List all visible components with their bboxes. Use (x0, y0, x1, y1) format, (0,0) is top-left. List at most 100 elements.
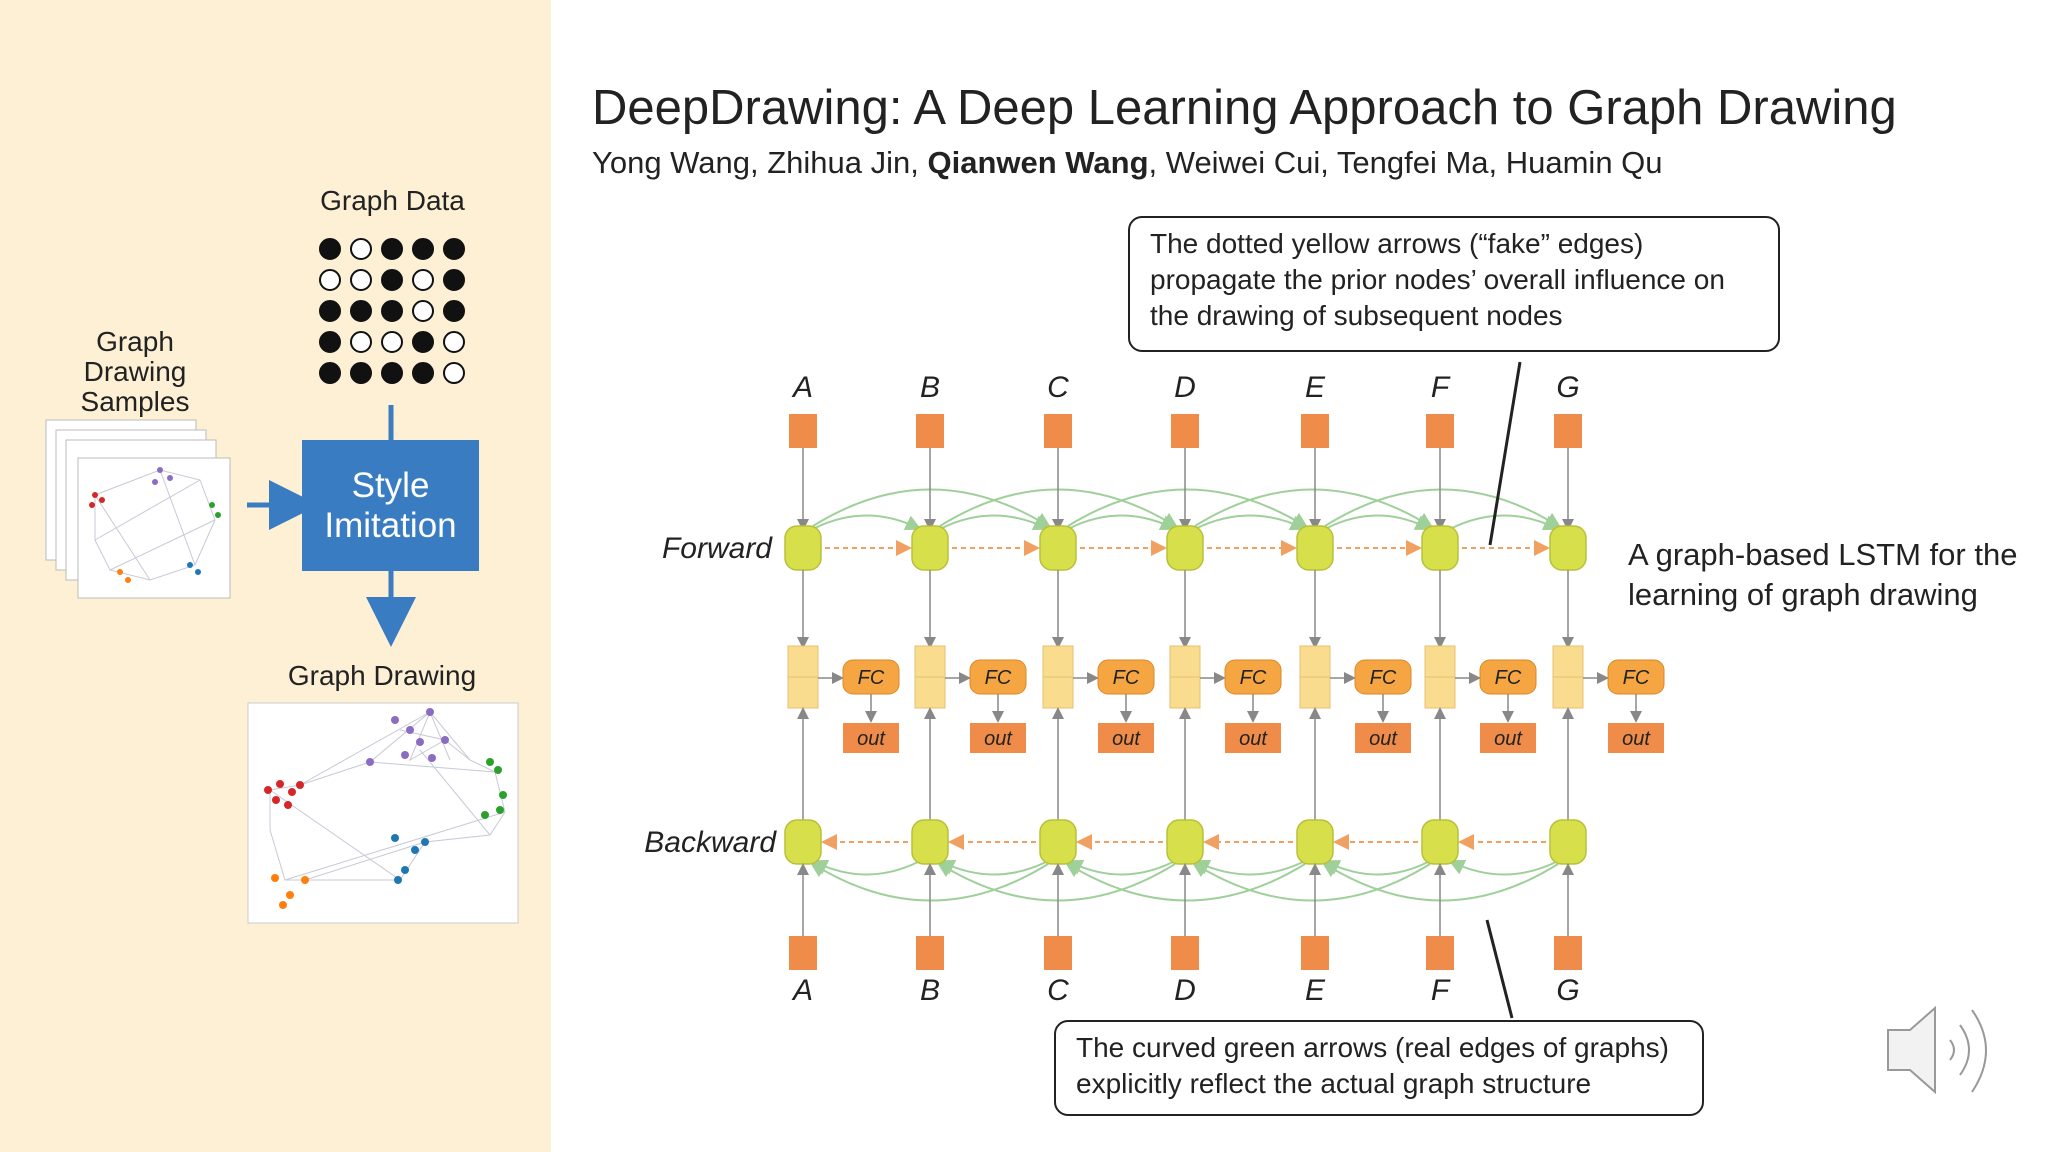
fc-label: FC (1370, 667, 1397, 689)
input-square-bottom (789, 936, 817, 970)
fc-label: FC (1113, 667, 1140, 689)
matrix-cell-empty (443, 331, 465, 353)
input-square-top (916, 414, 944, 448)
input-square-top (1554, 414, 1582, 448)
backward-lstm-cell (1296, 819, 1334, 865)
matrix-cell-filled (443, 269, 465, 291)
real-edge-backward (1191, 861, 1431, 902)
authors-before: Yong Wang, Zhihua Jin, (592, 145, 928, 180)
graph-drawing-label: Graph Drawing (287, 660, 477, 691)
graph-data-matrix (319, 238, 465, 384)
real-edge-forward (1451, 514, 1560, 531)
fc-label: FC (858, 667, 885, 689)
samples-label-line: Graph (96, 326, 174, 357)
bottom-callout-pointer (1485, 919, 1514, 1019)
matrix-cell-empty (350, 331, 372, 353)
real-edge-backward (1448, 859, 1557, 876)
samples-label: Graph Drawing Samples (60, 327, 210, 417)
matrix-cell-filled (319, 331, 341, 353)
real-edge-forward (1324, 488, 1562, 529)
authors-presenter: Qianwen Wang (927, 145, 1149, 180)
real-edge-forward (1067, 488, 1309, 529)
node-label-bottom: A (791, 974, 813, 1007)
backward-lstm-cell (1166, 819, 1204, 865)
matrix-cell-filled (443, 300, 465, 322)
fake-edges-callout: The dotted yellow arrows (“fake” edges) … (1128, 216, 1780, 352)
graph-drawing-samples (45, 419, 231, 599)
node-label-bottom: E (1305, 974, 1326, 1007)
forward-lstm-cell (1166, 525, 1204, 571)
out-box (1480, 723, 1536, 753)
node-label-bottom: B (920, 974, 940, 1007)
matrix-cell-empty (443, 362, 465, 384)
lstm-side-note: A graph-based LSTM for the learning of g… (1628, 537, 2018, 612)
node-label-top: G (1556, 371, 1579, 404)
node-label-top: C (1047, 371, 1069, 404)
input-square-top (1171, 414, 1199, 448)
backward-lstm-cell (1039, 819, 1077, 865)
out-label: out (1239, 728, 1268, 750)
fc-label: FC (1495, 667, 1522, 689)
matrix-cell-filled (381, 269, 403, 291)
matrix-cell-filled (350, 362, 372, 384)
input-square-top (1426, 414, 1454, 448)
node-label-top: F (1431, 371, 1451, 404)
input-square-top (789, 414, 817, 448)
samples-label-line: Drawing (83, 356, 187, 387)
style-box-line: Imitation (324, 505, 457, 545)
speaker-icon[interactable] (1887, 1005, 1987, 1095)
node-label-bottom: C (1047, 974, 1069, 1007)
real-edge-backward (1323, 860, 1429, 876)
real-edge-forward (1196, 514, 1307, 531)
node-label-top: B (920, 371, 940, 404)
matrix-cell-empty (350, 238, 372, 260)
matrix-cell-empty (381, 331, 403, 353)
input-square-bottom (1554, 936, 1582, 970)
real-edge-backward (938, 859, 1047, 876)
real-edge-forward (814, 514, 922, 530)
author-list: Yong Wang, Zhihua Jin, Qianwen Wang, Wei… (592, 145, 1663, 181)
out-label: out (857, 728, 886, 750)
fc-label: FC (985, 667, 1012, 689)
out-box (1355, 723, 1411, 753)
real-edge-backward (1064, 861, 1306, 902)
backward-lstm-cell (1421, 819, 1459, 865)
page-title: DeepDrawing: A Deep Learning Approach to… (592, 81, 1897, 135)
authors-after: , Weiwei Cui, Tengfei Ma, Huamin Qu (1148, 145, 1663, 180)
forward-lstm-cell (1549, 525, 1587, 571)
input-square-top (1301, 414, 1329, 448)
out-label: out (984, 728, 1013, 750)
real-edge-backward (1066, 860, 1174, 876)
node-label-bottom: D (1174, 974, 1196, 1007)
top-callout-pointer (1488, 361, 1522, 546)
node-label-top: A (791, 371, 813, 404)
backward-label: Backward (644, 826, 777, 859)
matrix-cell-filled (319, 238, 341, 260)
input-square-top (1044, 414, 1072, 448)
forward-lstm-cell (1421, 525, 1459, 571)
matrix-cell-filled (319, 362, 341, 384)
matrix-cell-filled (412, 362, 434, 384)
input-square-bottom (1044, 936, 1072, 970)
real-edge-forward (1326, 514, 1432, 530)
forward-lstm-cell (911, 525, 949, 571)
forward-lstm-cell (1039, 525, 1077, 571)
style-box-line: Style (351, 465, 430, 505)
out-box (1098, 723, 1154, 753)
graph-data-label: Graph Data (320, 185, 465, 216)
forward-lstm-cell (1296, 525, 1334, 571)
forward-label: Forward (662, 532, 773, 565)
fc-label: FC (1623, 667, 1650, 689)
out-box (843, 723, 899, 753)
matrix-cell-empty (412, 300, 434, 322)
matrix-cell-filled (381, 300, 403, 322)
input-square-bottom (916, 936, 944, 970)
node-label-bottom: F (1431, 974, 1451, 1007)
out-label: out (1494, 728, 1523, 750)
real-edge-forward (1069, 514, 1177, 530)
out-box (970, 723, 1026, 753)
samples-label-line: Samples (80, 386, 190, 417)
out-label: out (1622, 728, 1651, 750)
node-label-top: E (1305, 371, 1326, 404)
